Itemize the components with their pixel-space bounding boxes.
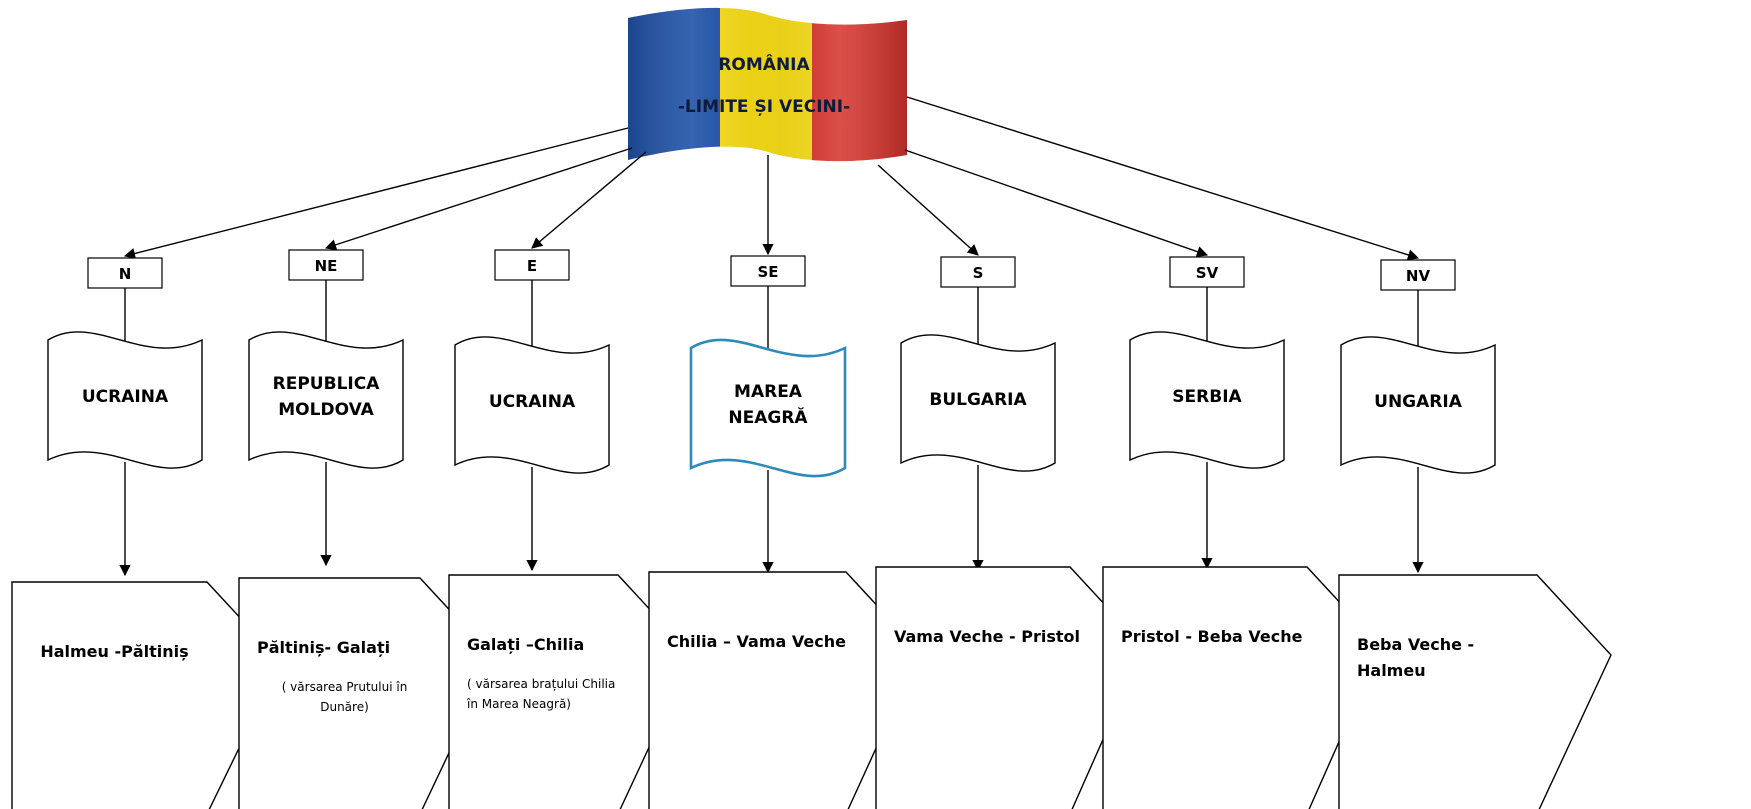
neighbor-label: UNGARIA (1374, 392, 1463, 412)
flag-to-direction-arrow (904, 149, 1209, 257)
border-segment: Păltiniș- Galați (257, 638, 390, 657)
border-shape (1338, 574, 1612, 809)
neighbor-shape (689, 338, 847, 478)
neighbor-shape (1340, 336, 1496, 474)
neighbor-shape (454, 336, 610, 474)
border-segment: Vama Veche - Pristol (894, 627, 1080, 646)
branch-nv: NV UNGARIA Beba Veche - Halmeu (906, 96, 1612, 809)
direction-box (87, 257, 163, 289)
neighbor-shape (248, 331, 404, 469)
direction-box (494, 249, 570, 281)
diagram-title: ROMÂNIA (718, 53, 810, 75)
direction-label: NE (315, 257, 338, 275)
branch-sv: SV SERBIA Pristol - Beba Veche (904, 149, 1382, 809)
neighbor-label: MAREA (734, 382, 803, 402)
border-segment: Galați –Chilia (467, 635, 584, 654)
border-segment: Pristol - Beba Veche (1121, 627, 1303, 646)
direction-label: SE (757, 263, 778, 281)
direction-box (1380, 259, 1456, 291)
border-segment: Beba Veche - (1357, 635, 1474, 654)
neighbor-label: UCRAINA (82, 387, 169, 407)
border-note: ( vărsarea Prutului în (282, 680, 408, 694)
border-note: în Marea Neagră) (466, 697, 571, 711)
neighbor-label: MOLDOVA (278, 400, 374, 420)
branch-e: E UCRAINA Galați –Chilia ( vărsarea brațulu… (448, 151, 693, 809)
border-segment: Halmeu (1357, 661, 1426, 680)
direction-label: N (119, 265, 132, 283)
branch-se: SE MAREA NEAGRĂ Chilia – Vama Veche (648, 155, 921, 809)
branches: N UCRAINA Halmeu -Păltiniș NE REPUBLICA MOLDO… (11, 96, 1612, 809)
flag-to-direction-arrow (123, 127, 629, 259)
neighbor-shape (1129, 331, 1285, 469)
direction-label: SV (1196, 264, 1219, 282)
border-note: Dunăre) (320, 700, 369, 714)
romania-flag: ROMÂNIA -LIMITE ȘI VECINI- (628, 7, 907, 162)
neighbor-label: SERBIA (1172, 387, 1242, 407)
direction-label: E (527, 257, 537, 275)
neighbor-label: REPUBLICA (273, 374, 381, 394)
direction-label: NV (1406, 267, 1431, 285)
direction-label: S (973, 264, 984, 282)
neighbor-shape (900, 334, 1056, 472)
branch-ne: NE REPUBLICA MOLDOVA Păltiniș- Galați ( vărs… (238, 147, 633, 809)
flag-to-direction-arrow (906, 96, 1420, 261)
neighbor-label: BULGARIA (929, 390, 1027, 410)
direction-box (1169, 256, 1245, 288)
direction-box (288, 249, 364, 281)
neighbor-label: NEAGRĂ (728, 406, 808, 428)
border-segment: Chilia – Vama Veche (667, 632, 846, 651)
diagram-subtitle: -LIMITE ȘI VECINI- (678, 97, 850, 117)
neighbor-label: UCRAINA (489, 392, 576, 412)
border-note: ( vărsarea brațului Chilia (467, 677, 615, 691)
flag-to-direction-arrow (531, 151, 647, 249)
border-segment: Halmeu -Păltiniș (40, 642, 188, 661)
branch-s: S BULGARIA Vama Veche - Pristol (875, 164, 1145, 809)
direction-box (730, 255, 806, 287)
neighbor-shape (47, 331, 203, 469)
flag-to-direction-arrow (877, 164, 979, 256)
flag-to-direction-arrow (324, 147, 633, 251)
